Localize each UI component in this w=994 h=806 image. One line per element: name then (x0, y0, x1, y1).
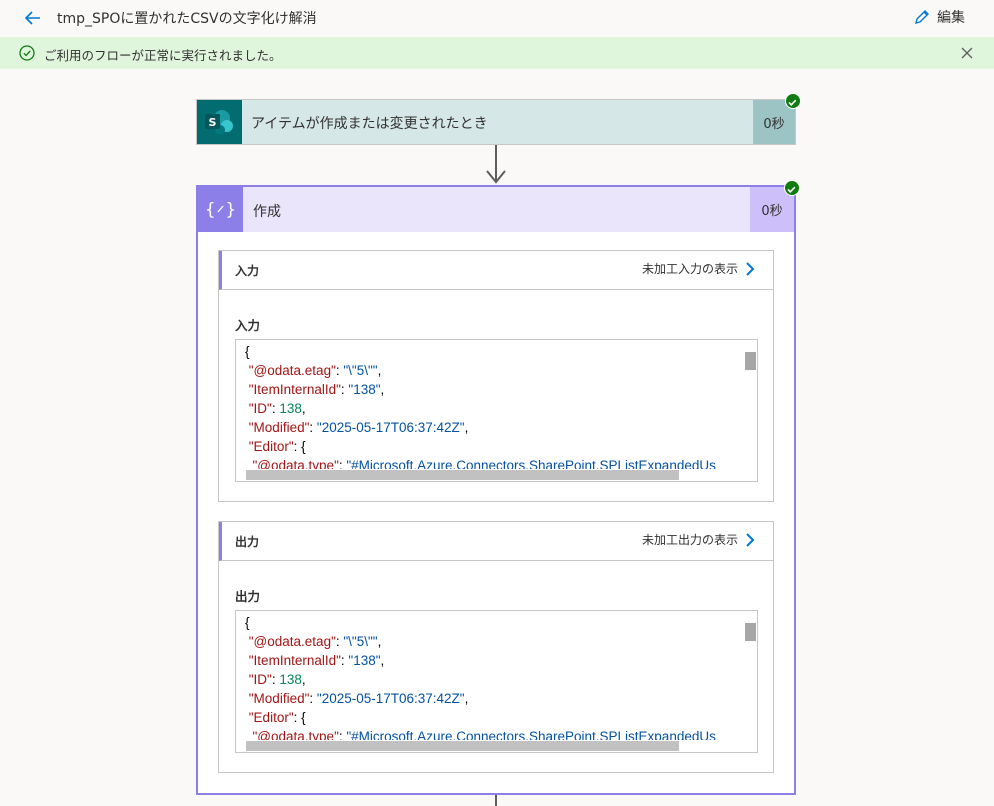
code-line: "Editor": { (248, 439, 306, 454)
success-banner: ご利用のフローが正常に実行されました。 (0, 37, 994, 69)
trigger-label: アイテムが作成または変更されたとき (251, 116, 488, 132)
json-value: "2025-05-17T06:37:42Z" (316, 691, 465, 706)
code-line: "ItemInternalId": "138", (248, 382, 385, 397)
trigger-card[interactable]: S アイテムが作成または変更されたとき 0秒 (196, 99, 796, 145)
compose-icon: { } (198, 187, 243, 232)
code-line: "ID": 138, (248, 672, 306, 687)
json-value: { (245, 344, 250, 359)
json-value: 138 (279, 672, 302, 687)
sharepoint-icon: S (197, 100, 242, 144)
code-line: "ID": 138, (248, 401, 306, 416)
code-line: "Modified": "2025-05-17T06:37:42Z", (248, 691, 469, 706)
compose-card: { } 作成 0秒 入力 未加工入力の表示 入力 { "@odata.etag"… (196, 185, 796, 795)
input-section-title: 入力 (235, 264, 260, 278)
json-key: "@odata.etag" (248, 363, 336, 378)
input-vscroll-thumb[interactable] (745, 352, 756, 370)
json-key: "Editor" (248, 710, 294, 725)
json-value: 138 (279, 401, 302, 416)
compose-success-icon (784, 180, 800, 196)
connector-line (495, 145, 497, 181)
compose-header[interactable]: { } 作成 0秒 (198, 187, 794, 232)
input-section: 入力 未加工入力の表示 入力 { "@odata.etag": "\"5\"",… (218, 250, 774, 502)
svg-text:S: S (209, 116, 217, 129)
show-raw-outputs-link[interactable]: 未加工出力の表示 (642, 531, 755, 548)
input-hscroll-thumb[interactable] (246, 470, 679, 480)
output-section: 出力 未加工出力の表示 出力 { "@odata.etag": "\"5\"",… (218, 521, 774, 773)
json-key: "Editor" (248, 439, 294, 454)
json-key: "@odata.etag" (248, 634, 336, 649)
output-subtitle: 出力 (235, 589, 261, 604)
json-key: "ItemInternalId" (248, 653, 341, 668)
json-key: "ID" (248, 401, 272, 416)
json-key: "Modified" (248, 691, 310, 706)
show-raw-inputs-label: 未加工入力の表示 (641, 262, 738, 276)
json-value: "2025-05-17T06:37:42Z" (316, 420, 465, 435)
json-value: { (301, 439, 306, 454)
output-hscroll-thumb[interactable] (246, 741, 679, 751)
output-vertical-scrollbar[interactable] (743, 611, 757, 739)
json-key: "Modified" (248, 420, 310, 435)
chevron-right-icon (746, 532, 755, 547)
top-bar: tmp_SPOに置かれたCSVの文字化け解消 編集 (0, 0, 994, 36)
code-line: "@odata.etag": "\"5\"", (248, 363, 382, 378)
output-code-box[interactable]: { "@odata.etag": "\"5\"", "ItemInternalI… (235, 610, 758, 753)
output-vscroll-thumb[interactable] (745, 623, 756, 641)
output-section-title: 出力 (235, 535, 260, 549)
edit-label: 編集 (937, 10, 965, 26)
code-line: "Editor": { (248, 710, 306, 725)
code-line: "@odata.etag": "\"5\"", (248, 634, 382, 649)
flow-title: tmp_SPOに置かれたCSVの文字化け解消 (57, 11, 317, 27)
json-value: "\"5\"" (343, 363, 378, 378)
input-subtitle: 入力 (235, 318, 261, 333)
code-line: "ItemInternalId": "138", (248, 653, 385, 668)
input-vertical-scrollbar[interactable] (743, 340, 757, 468)
input-code: { "@odata.etag": "\"5\"", "ItemInternalI… (245, 342, 716, 481)
trigger-success-icon (785, 93, 801, 109)
json-value: "138" (348, 382, 381, 397)
output-horizontal-scrollbar[interactable] (236, 740, 743, 752)
code-line: { (245, 342, 716, 361)
input-code-box[interactable]: { "@odata.etag": "\"5\"", "ItemInternalI… (235, 339, 758, 482)
json-value: { (301, 710, 306, 725)
edit-button[interactable]: 編集 (913, 7, 965, 27)
compose-label: 作成 (253, 204, 281, 220)
chevron-right-icon (746, 261, 755, 276)
show-raw-inputs-link[interactable]: 未加工入力の表示 (642, 260, 755, 277)
code-line: "Modified": "2025-05-17T06:37:42Z", (248, 420, 469, 435)
code-line: { (245, 613, 716, 632)
json-value: "138" (348, 653, 381, 668)
success-check-icon (19, 45, 35, 61)
back-arrow-icon[interactable] (22, 7, 44, 29)
output-code: { "@odata.etag": "\"5\"", "ItemInternalI… (245, 613, 716, 752)
json-key: "ItemInternalId" (248, 382, 341, 397)
json-key: "ID" (248, 672, 272, 687)
output-section-header: 出力 未加工出力の表示 (219, 522, 773, 561)
input-section-header: 入力 未加工入力の表示 (219, 251, 773, 290)
show-raw-outputs-label: 未加工出力の表示 (641, 533, 738, 547)
close-icon[interactable] (960, 46, 974, 60)
connector-arrow-icon (486, 170, 506, 184)
pencil-icon (915, 10, 929, 24)
json-value: "\"5\"" (343, 634, 378, 649)
connector-line-bottom (495, 795, 497, 806)
input-horizontal-scrollbar[interactable] (236, 469, 743, 481)
banner-message: ご利用のフローが正常に実行されました。 (44, 48, 282, 63)
json-value: { (245, 615, 250, 630)
